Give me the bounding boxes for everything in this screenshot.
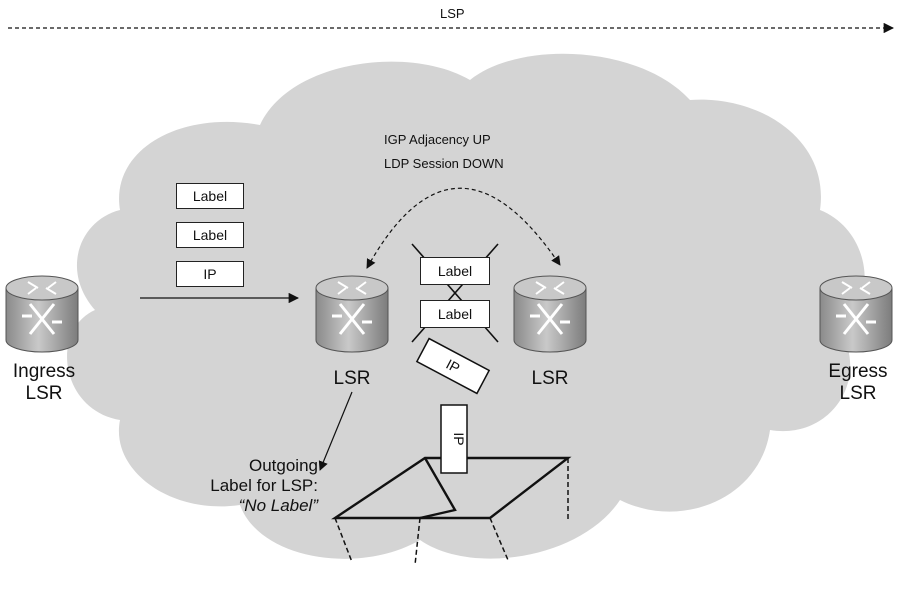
- ingress-label: Ingress LSR: [4, 361, 84, 405]
- ip-packet-vertical-text: IP: [451, 432, 467, 445]
- ip-packet-vertical: IP: [440, 404, 468, 474]
- packet-ip: IP: [176, 261, 244, 287]
- dropped-ip-packet: IP: [415, 337, 491, 395]
- router-egress-icon: [819, 275, 893, 353]
- lsp-label: LSP: [440, 6, 465, 21]
- ldp-status: LDP Session DOWN: [384, 156, 504, 171]
- outgoing-pointer-arrow: [318, 391, 353, 471]
- outgoing-line2: Label for LSP:: [210, 476, 318, 495]
- egress-label-line2: LSR: [839, 383, 877, 404]
- router-lsr2-icon: [513, 275, 587, 353]
- igp-status: IGP Adjacency UP: [384, 132, 491, 147]
- packet-label-1: Label: [176, 183, 244, 209]
- dropped-label-2: Label: [420, 300, 490, 328]
- router-lsr1-icon: [315, 275, 389, 353]
- egress-label-line1: Egress: [828, 361, 888, 382]
- lsr2-label: LSR: [531, 368, 569, 389]
- drop-bin-icon: [331, 456, 572, 566]
- packet-label-2: Label: [176, 222, 244, 248]
- ldp-session-arc: [366, 187, 561, 269]
- outgoing-line1: Outgoing: [249, 456, 318, 475]
- egress-label: Egress LSR: [820, 361, 896, 405]
- outgoing-label-text: Outgoing Label for LSP: “No Label”: [196, 456, 318, 516]
- lsr1-label: LSR: [333, 368, 371, 389]
- ingress-label-line1: Ingress: [12, 361, 76, 382]
- router-ingress-icon: [5, 275, 79, 353]
- dropped-label-1: Label: [420, 257, 490, 285]
- outgoing-line3: “No Label”: [238, 496, 318, 515]
- dropped-ip-text: IP: [443, 356, 462, 376]
- ingress-label-line2: LSR: [25, 383, 63, 404]
